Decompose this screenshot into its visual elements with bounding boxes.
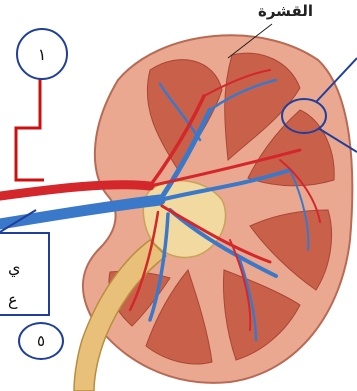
label-number-five: ٥ — [18, 322, 64, 360]
label-number-one: ١ — [16, 28, 68, 80]
cortex-label: القشرة — [258, 2, 313, 20]
label-one-pointer — [16, 76, 44, 180]
note-text-line-1: ي — [8, 258, 21, 277]
note-text-line-2: ع — [8, 290, 18, 309]
